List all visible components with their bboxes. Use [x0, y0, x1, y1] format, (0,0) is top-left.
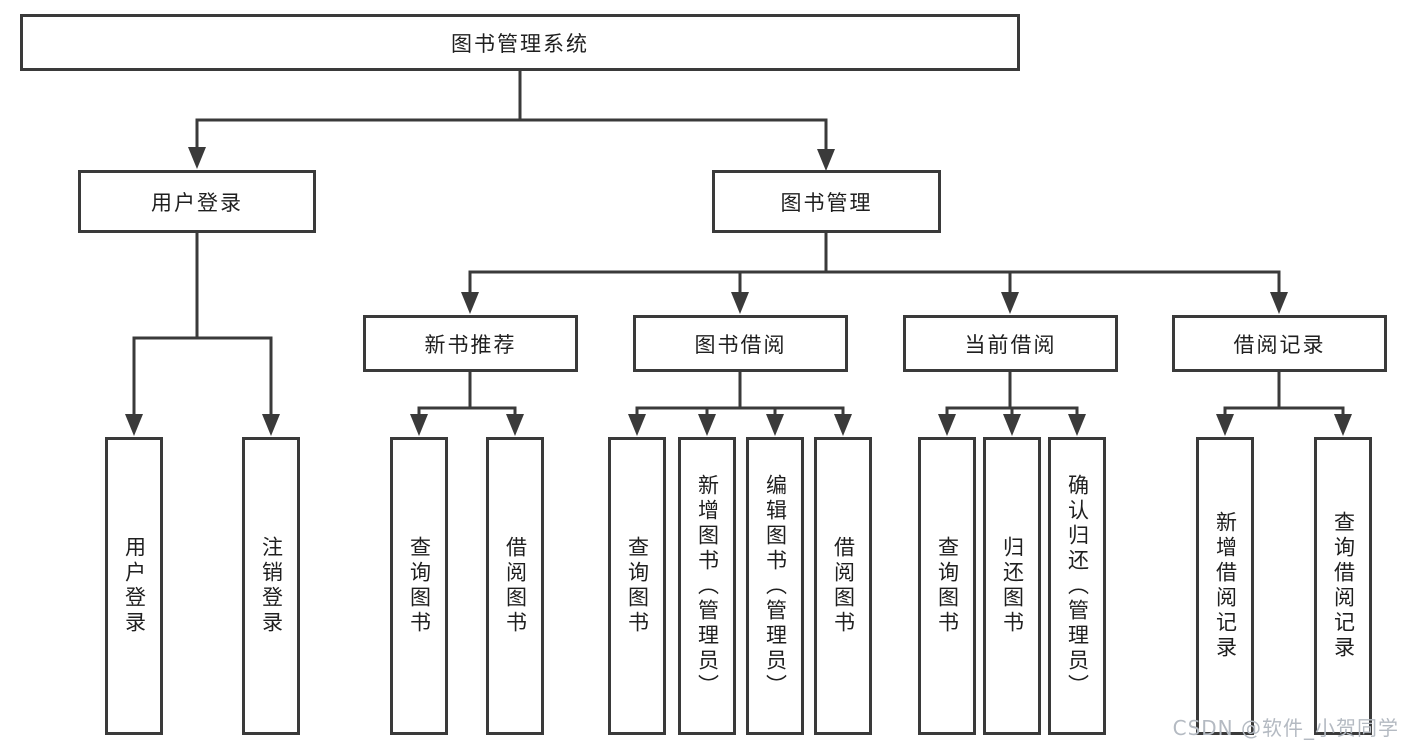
- node-current-borrow: 当前借阅: [903, 315, 1118, 372]
- leaf-confirm-return-admin: 确认归还（管理员）: [1048, 437, 1106, 735]
- leaf-logout: 注销登录: [242, 437, 300, 735]
- node-label: 注销登录: [259, 536, 284, 636]
- node-book-management: 图书管理: [712, 170, 941, 233]
- node-library-management-system: 图书管理系统: [20, 14, 1020, 71]
- leaf-query-books-current: 查询图书: [918, 437, 976, 735]
- node-label: 查询借阅记录: [1331, 511, 1356, 661]
- node-new-book-recommend: 新书推荐: [363, 315, 578, 372]
- node-label: 图书管理: [780, 190, 873, 215]
- node-label: 图书借阅: [694, 332, 787, 357]
- leaf-borrow-books: 借阅图书: [814, 437, 872, 735]
- leaf-add-books-admin: 新增图书（管理员）: [678, 437, 736, 735]
- leaf-return-books: 归还图书: [983, 437, 1041, 735]
- node-book-borrow: 图书借阅: [633, 315, 848, 372]
- node-label: 新增借阅记录: [1213, 511, 1238, 661]
- node-label: 图书管理系统: [451, 31, 589, 56]
- node-label: 查询图书: [407, 536, 432, 636]
- leaf-edit-books-admin: 编辑图书（管理员）: [746, 437, 804, 735]
- node-label: 查询图书: [935, 536, 960, 636]
- node-label: 归还图书: [1000, 536, 1025, 636]
- node-label: 新书推荐: [424, 332, 517, 357]
- node-borrow-records: 借阅记录: [1172, 315, 1387, 372]
- leaf-add-borrow-record: 新增借阅记录: [1196, 437, 1254, 735]
- node-label: 借阅图书: [503, 536, 528, 636]
- node-user-login: 用户登录: [78, 170, 316, 233]
- node-label: 编辑图书（管理员）: [763, 473, 788, 699]
- node-label: 查询图书: [625, 536, 650, 636]
- leaf-query-books-borrow: 查询图书: [608, 437, 666, 735]
- arrowheads: [125, 147, 1352, 436]
- node-label: 借阅记录: [1233, 332, 1326, 357]
- leaf-query-books-recommend: 查询图书: [390, 437, 448, 735]
- node-label: 确认归还（管理员）: [1065, 473, 1090, 699]
- leaf-borrow-books-recommend: 借阅图书: [486, 437, 544, 735]
- leaf-query-borrow-record: 查询借阅记录: [1314, 437, 1372, 735]
- node-label: 新增图书（管理员）: [695, 473, 720, 699]
- node-label: 借阅图书: [831, 536, 856, 636]
- node-label: 用户登录: [122, 536, 147, 636]
- node-label: 用户登录: [151, 190, 243, 215]
- leaf-user-login: 用户登录: [105, 437, 163, 735]
- node-label: 当前借阅: [964, 332, 1057, 357]
